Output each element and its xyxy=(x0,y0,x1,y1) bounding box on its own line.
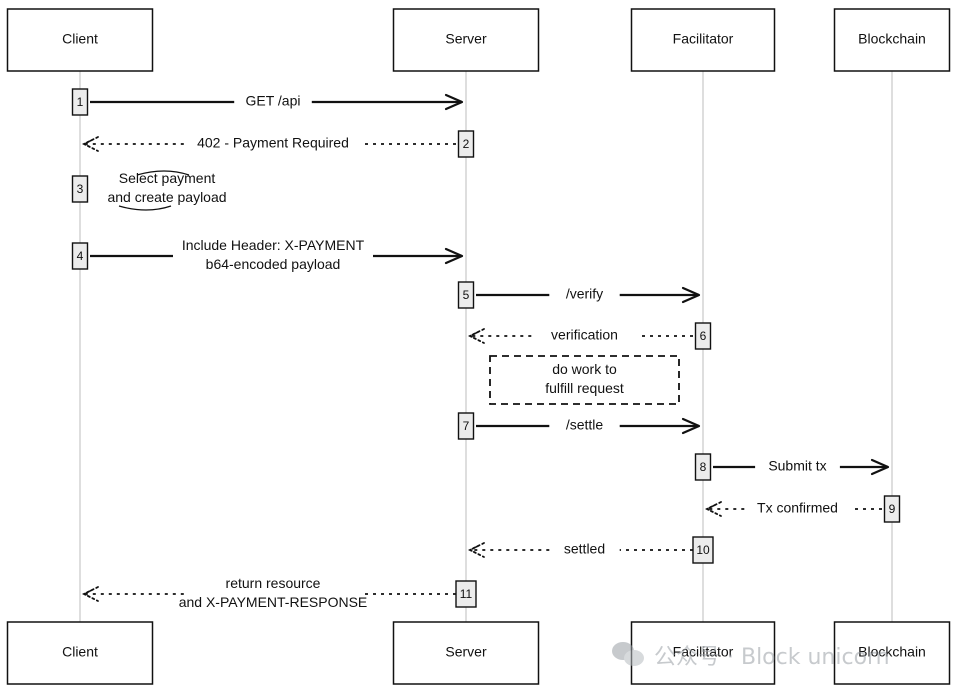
step-badge-10 xyxy=(692,536,714,564)
step-badge-7-label: 7 xyxy=(463,419,470,433)
step-badge-6-label: 6 xyxy=(700,329,707,343)
arrow-head-7 xyxy=(681,417,701,435)
step-badge-4-label: 4 xyxy=(77,249,84,263)
message-label-3: and create payload xyxy=(107,189,226,205)
step-badge-11 xyxy=(455,580,477,608)
participant-label-blockchain-top: Blockchain xyxy=(858,31,926,47)
participant-label-server-bottom: Server xyxy=(445,644,487,660)
arrow-head-1 xyxy=(444,93,464,111)
arrow-head-6 xyxy=(467,328,485,344)
message-label-3: Select payment xyxy=(119,170,216,186)
participant-label-client-bottom: Client xyxy=(62,644,98,660)
message-label-7: /settle xyxy=(566,417,604,433)
participant-box-server-bottom xyxy=(392,621,540,685)
participant-label-blockchain-bottom: Blockchain xyxy=(858,644,926,660)
note-text-line: fulfill request xyxy=(545,380,624,396)
step-badge-1 xyxy=(71,88,89,116)
step-badge-9 xyxy=(883,495,901,523)
participant-label-facilitator-top: Facilitator xyxy=(673,31,734,47)
participant-box-server-top xyxy=(392,8,540,72)
step-badge-6 xyxy=(694,322,712,350)
self-loop-stroke xyxy=(136,170,190,176)
arrow-head-9 xyxy=(704,501,722,517)
step-badge-9-label: 9 xyxy=(889,502,896,516)
message-label-5: /verify xyxy=(566,286,603,302)
participant-box-client-bottom xyxy=(6,621,154,685)
message-label-8: Submit tx xyxy=(768,458,826,474)
step-badge-10-label: 10 xyxy=(696,543,710,557)
participant-label-facilitator-bottom: Facilitator xyxy=(673,644,734,660)
step-badge-3-label: 3 xyxy=(77,182,84,196)
message-label-6: verification xyxy=(551,327,618,343)
note-text-line: do work to xyxy=(552,361,617,377)
self-loop-stroke xyxy=(118,205,172,211)
arrow-head-2 xyxy=(81,136,99,152)
message-label-1: GET /api xyxy=(246,93,301,109)
message-label-9: Tx confirmed xyxy=(757,500,838,516)
step-badge-8-label: 8 xyxy=(700,460,707,474)
step-badge-2 xyxy=(457,130,475,158)
arrow-head-4 xyxy=(444,247,464,265)
message-label-11: return resource xyxy=(226,575,321,591)
arrow-head-8 xyxy=(870,458,890,476)
note-box xyxy=(489,355,680,405)
participant-box-facilitator-top xyxy=(630,8,776,72)
arrow-head-5 xyxy=(681,286,701,304)
arrow-head-11 xyxy=(81,586,99,602)
participant-label-server-top: Server xyxy=(445,31,487,47)
arrow-head-10 xyxy=(467,542,485,558)
message-label-11: and X-PAYMENT-RESPONSE xyxy=(179,594,368,610)
message-label-4: b64-encoded payload xyxy=(206,256,341,272)
message-label-2: 402 - Payment Required xyxy=(197,135,349,151)
step-badge-8 xyxy=(694,453,712,481)
participant-box-blockchain-top xyxy=(833,8,951,72)
step-badge-2-label: 2 xyxy=(463,137,470,151)
participant-box-client-top xyxy=(6,8,154,72)
message-label-4: Include Header: X-PAYMENT xyxy=(182,237,365,253)
participant-label-client-top: Client xyxy=(62,31,98,47)
participant-box-blockchain-bottom xyxy=(833,621,951,685)
message-label-10: settled xyxy=(564,541,605,557)
step-badge-5-label: 5 xyxy=(463,288,470,302)
step-badge-5 xyxy=(457,281,475,309)
step-badge-11-label: 11 xyxy=(460,587,473,601)
step-badge-4 xyxy=(71,242,89,270)
step-badge-3 xyxy=(71,175,89,203)
step-badge-1-label: 1 xyxy=(77,95,84,109)
step-badge-7 xyxy=(457,412,475,440)
